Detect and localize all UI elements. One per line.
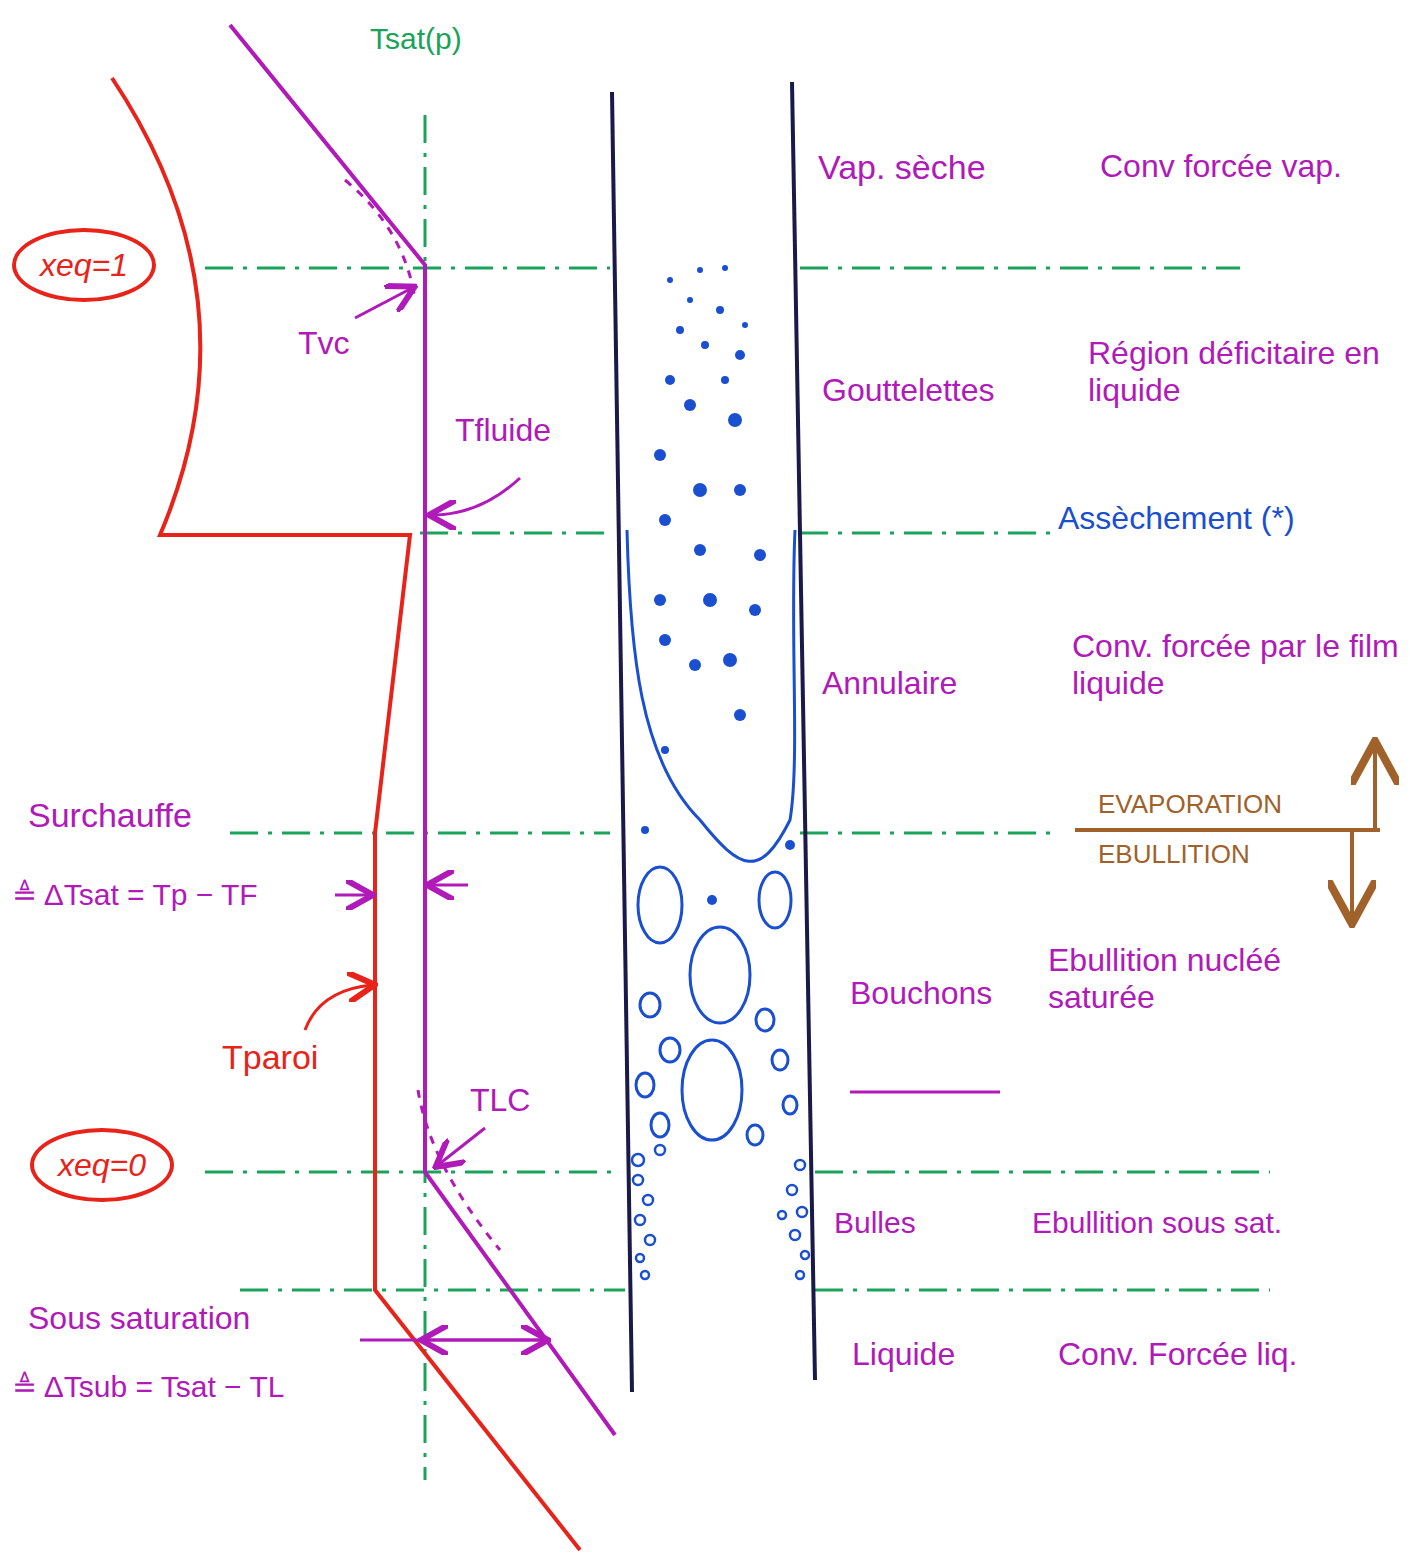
- flow-pattern: [627, 530, 797, 1145]
- text-label: Liquide: [852, 1336, 955, 1373]
- text-label: Tvc: [298, 325, 350, 362]
- text-label: Assèchement (*): [1058, 500, 1295, 537]
- text-label: EVAPORATION: [1098, 790, 1282, 820]
- quality-circle: xeq=1: [12, 228, 156, 302]
- text-label: Conv. forcée par le film liquide: [1072, 628, 1402, 702]
- text-label: Bulles: [834, 1206, 916, 1241]
- regime-divider: [1075, 745, 1380, 920]
- separator-line: [850, 1091, 1000, 1094]
- text-label: Région déficitaire en liquide: [1088, 335, 1408, 409]
- text-label: Gouttelettes: [822, 372, 995, 409]
- text-label: ≜ ΔTsat = Tp − TF: [12, 878, 258, 913]
- leader-arrow: [305, 985, 372, 1030]
- text-label: Tfluide: [455, 412, 551, 449]
- text-label: Tparoi: [222, 1038, 318, 1077]
- node-text: xeq=1: [40, 247, 128, 284]
- text-label: Ebullition sous sat.: [1032, 1206, 1282, 1241]
- text-label: Conv. Forcée liq.: [1058, 1336, 1298, 1373]
- tube-walls: [612, 82, 815, 1392]
- text-label: Tsat(p): [370, 22, 462, 57]
- fluid-temperature: [230, 25, 615, 1435]
- wall-bubbles: [632, 1145, 809, 1279]
- node-text: xeq=0: [58, 1147, 146, 1184]
- text-label: Sous saturation: [28, 1300, 250, 1337]
- text-label: TLC: [470, 1082, 530, 1119]
- droplets: [641, 265, 795, 905]
- text-label: Ebullition nucléé saturée: [1048, 942, 1328, 1016]
- text-label: Bouchons: [850, 975, 992, 1012]
- text-label: ≜ ΔTsub = Tsat − TL: [12, 1370, 284, 1405]
- quality-circle: xeq=0: [30, 1128, 174, 1202]
- text-label: Vap. sèche: [818, 148, 986, 187]
- text-label: Surchauffe: [28, 796, 192, 835]
- text-label: Conv forcée vap.: [1100, 148, 1400, 185]
- text-label: EBULLITION: [1098, 840, 1250, 870]
- text-label: Annulaire: [822, 665, 957, 702]
